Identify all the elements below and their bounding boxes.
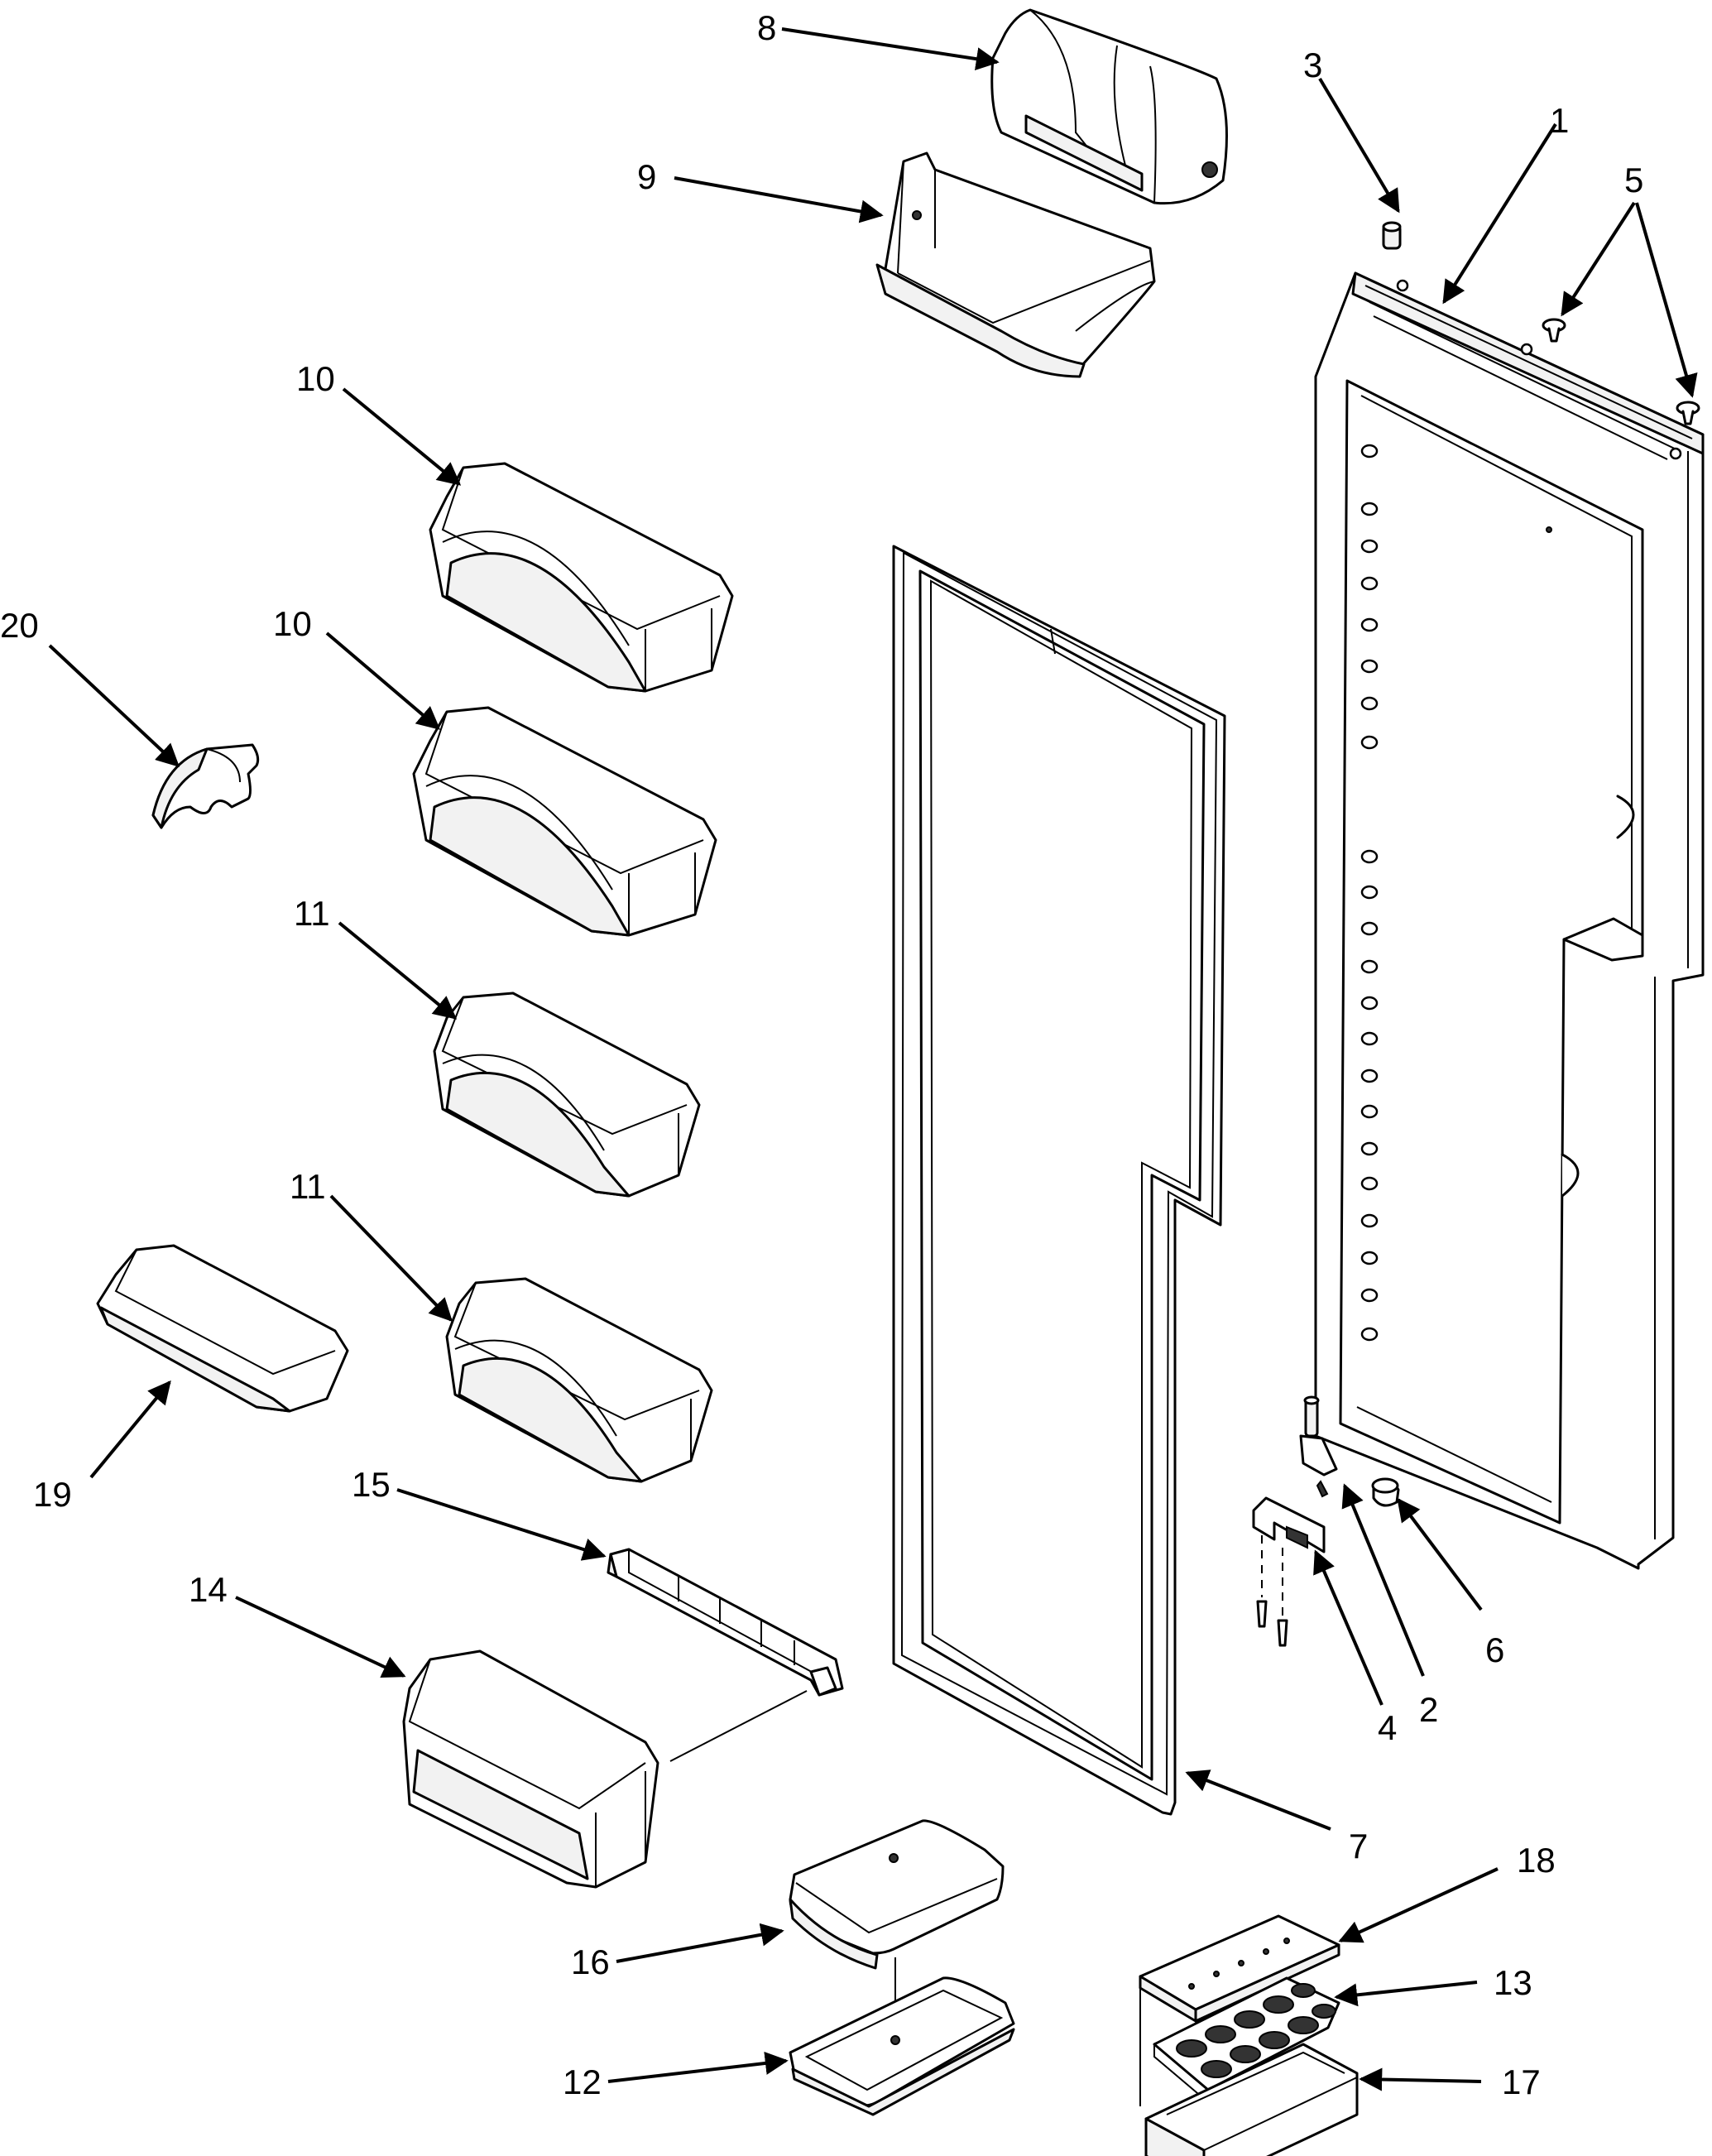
bin-rail-part [607,1548,844,1697]
egg-tray-cover-part [1139,1914,1340,2023]
leader-14 [235,1596,406,1678]
door-shelf-holes-upper [1360,444,1379,750]
callout-9: 9 [637,157,656,196]
hinge-cap-part [1371,1477,1400,1507]
hinge-plug-part [1382,221,1402,250]
leader-5b [1635,202,1698,398]
leader-7 [1185,1769,1331,1831]
callout-3: 3 [1303,46,1322,84]
callout-11-lower: 11 [290,1167,326,1206]
leader-20 [48,644,180,767]
callout-14: 14 [189,1570,228,1609]
leader-10a [342,387,462,486]
callout-4: 4 [1378,1708,1397,1747]
callout-10-upper: 10 [296,359,335,398]
egg-bin-part [1139,1986,1359,2156]
butter-door-part [789,1819,1005,1970]
leader-6 [1397,1497,1483,1611]
door-bracket-part [1252,1496,1326,1647]
leader-17 [1359,2067,1482,2091]
callout-18: 18 [1517,1841,1556,1880]
leader-8 [781,27,1000,71]
callout-13: 13 [1494,1963,1532,2002]
callout-10-lower: 10 [273,604,312,643]
callout-8: 8 [757,8,776,47]
leader-12 [607,2052,789,2083]
leader-9 [674,176,884,223]
callout-6: 6 [1485,1630,1504,1669]
leader-16 [616,1923,784,1963]
callout-2: 2 [1419,1690,1438,1729]
leader-4 [1313,1549,1384,1706]
egg-tray-cups [1176,1983,1336,2078]
large-door-bin-part [402,1649,659,1889]
hinge-pin-part [1299,1395,1338,1498]
leader-19 [89,1380,171,1479]
leader-13 [1334,1981,1478,2007]
callout-20: 20 [0,606,39,645]
callout-15: 15 [352,1465,391,1504]
leader-15 [396,1488,607,1561]
callout-leaders [48,27,1698,2091]
callout-labels: 1 2 3 4 5 6 7 8 9 10 10 11 11 12 13 14 1… [0,8,1643,2101]
shallow-tray-part [96,1244,349,1413]
leader-5a [1561,201,1636,317]
dairy-door-part [990,8,1228,205]
callout-19: 19 [33,1475,72,1514]
callout-12: 12 [563,2062,602,2101]
leader-2 [1341,1483,1425,1677]
callout-5: 5 [1624,161,1643,199]
leader-11b [329,1194,453,1323]
door-bin-part-upper [429,462,734,693]
callout-11-upper: 11 [294,894,330,933]
callout-17: 17 [1502,2062,1541,2101]
egg-tray-part [1153,1976,1340,2103]
door-bin-part-lower [412,706,717,937]
door-assembly-part [1314,271,1705,1570]
door-gasket-part [892,545,1226,1816]
butter-tray-part [789,1976,1015,2116]
callout-16: 16 [571,1942,610,1981]
leader-10b [325,631,441,730]
small-door-bin-part-lower [445,1277,713,1483]
leader-3 [1318,77,1400,214]
leader-11a [338,921,458,1020]
dairy-bin-part [875,151,1156,378]
door-shelf-holes-lower [1360,849,1379,1342]
callout-7: 7 [1349,1827,1368,1865]
bin-rail-connector-line [669,1690,808,1762]
callout-1: 1 [1550,101,1569,140]
cover-screw-parts [1542,318,1700,425]
leader-18 [1338,1867,1499,1943]
small-door-bin-part-upper [433,992,701,1198]
leader-1 [1442,122,1557,305]
